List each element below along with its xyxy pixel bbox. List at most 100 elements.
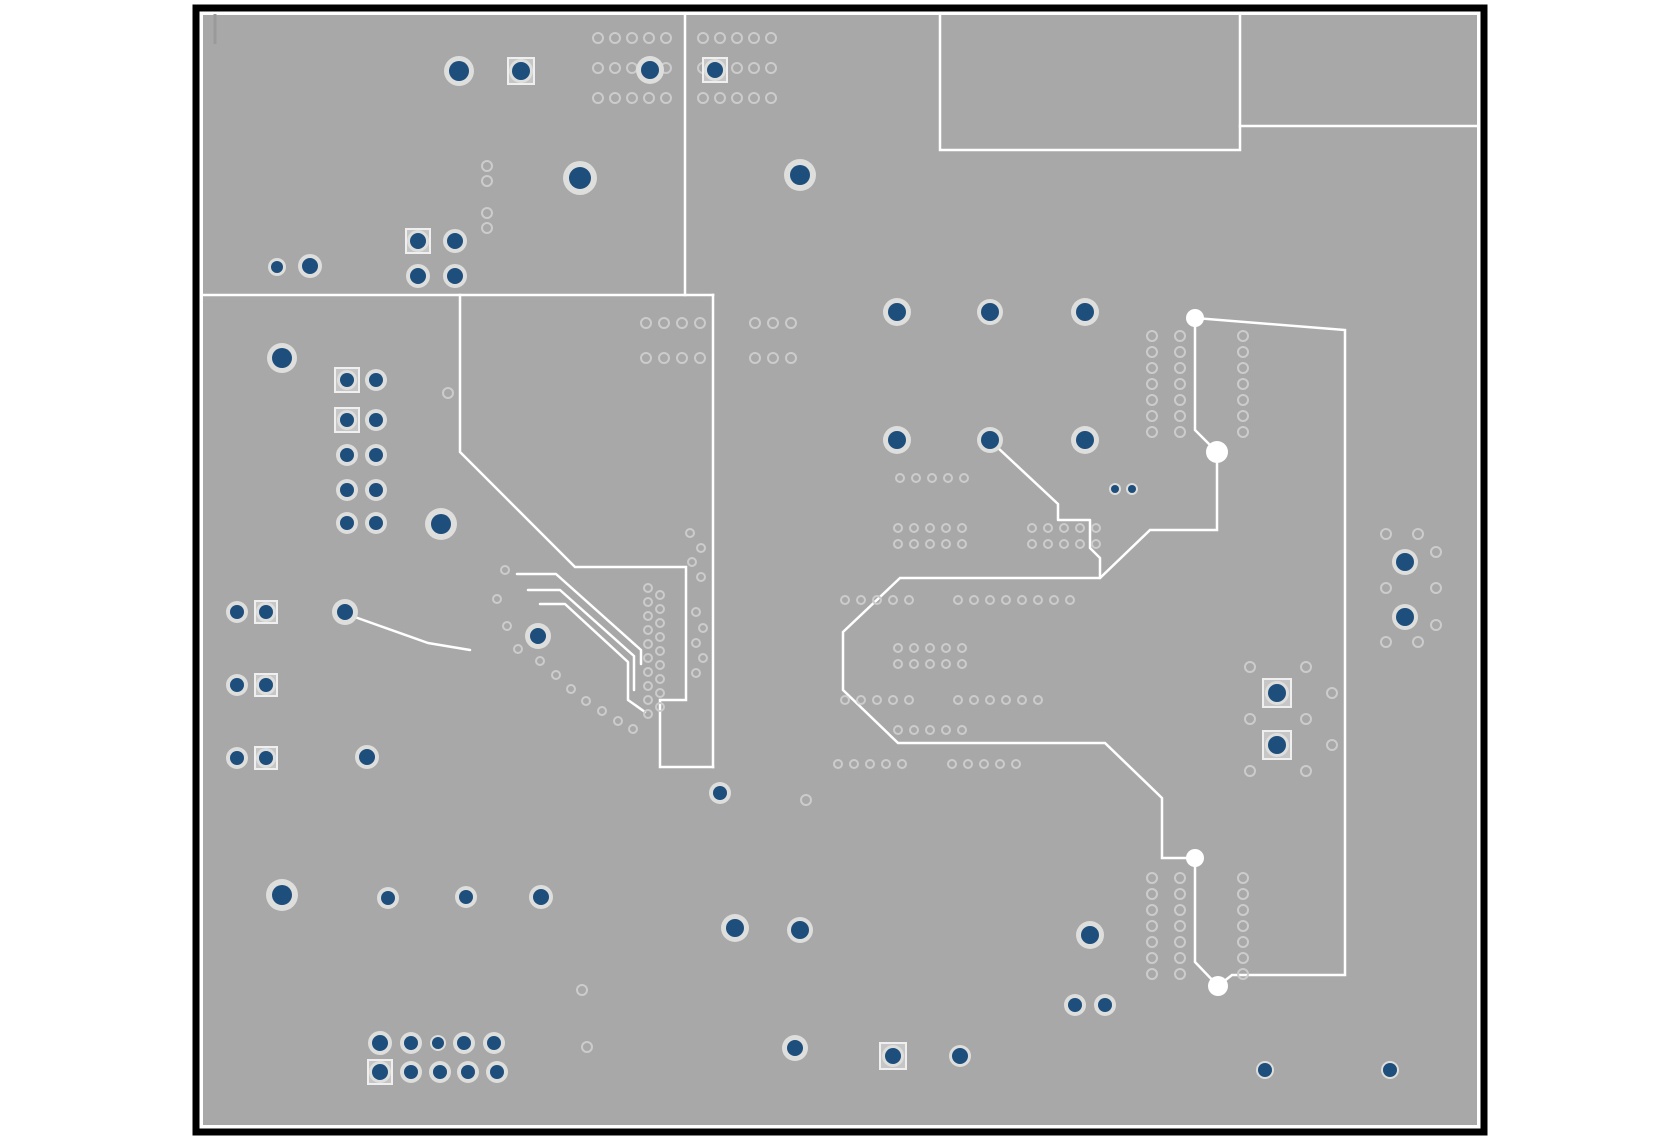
hole-pad (1237, 952, 1249, 964)
hole-pad (643, 653, 653, 663)
hole-pad (698, 623, 708, 633)
via-hole (230, 605, 244, 619)
hole-pad (925, 725, 935, 735)
via-hole (1268, 736, 1286, 754)
hole-pad (1412, 636, 1424, 648)
hole-pad (1146, 888, 1158, 900)
hole-pad (660, 92, 672, 104)
hole-pad (888, 695, 898, 705)
hole-pad (1380, 582, 1392, 594)
hole-pad (947, 759, 957, 769)
hole-pad (481, 222, 493, 234)
hole-pad (909, 523, 919, 533)
hole-pad (1146, 904, 1158, 916)
hole-pad (927, 473, 937, 483)
hole-pad (609, 92, 621, 104)
hole-pad (1146, 426, 1158, 438)
hole-pad (969, 595, 979, 605)
via-hole (885, 1048, 901, 1064)
hole-pad (660, 32, 672, 44)
hole-pad (1075, 539, 1085, 549)
via-hole (447, 268, 463, 284)
via-hole (272, 348, 292, 368)
via-hole (369, 413, 383, 427)
hole-pad (655, 632, 665, 642)
via-hole (888, 431, 906, 449)
hole-pad (697, 92, 709, 104)
hole-pad (1059, 523, 1069, 533)
via-hole (888, 303, 906, 321)
hole-pad (1326, 739, 1338, 751)
hole-pad (941, 725, 951, 735)
hole-pad (626, 32, 638, 44)
hole-pad (502, 621, 512, 631)
hole-pad (767, 317, 779, 329)
hole-pad (1043, 523, 1053, 533)
via-hole (372, 1035, 388, 1051)
hole-pad (941, 539, 951, 549)
hole-pad (856, 695, 866, 705)
via-hole (787, 1040, 803, 1056)
hole-pad (1027, 539, 1037, 549)
hole-pad (1237, 378, 1249, 390)
via-hole (533, 889, 549, 905)
hole-pad (691, 638, 701, 648)
hole-pad (969, 695, 979, 705)
hole-pad (643, 611, 653, 621)
hole-pad (1237, 920, 1249, 932)
hole-pad (658, 317, 670, 329)
hole-pad (1174, 346, 1186, 358)
hole-pad (640, 352, 652, 364)
hole-pad (731, 62, 743, 74)
hole-pad (694, 352, 706, 364)
hole-pad (1033, 695, 1043, 705)
via-hole (381, 891, 395, 905)
via-hole (1076, 303, 1094, 321)
hole-pad (643, 597, 653, 607)
hole-pad (957, 659, 967, 669)
hole-pad (1049, 595, 1059, 605)
hole-pad (643, 709, 653, 719)
hole-pad (694, 317, 706, 329)
via-hole (337, 604, 353, 620)
hole-pad (953, 595, 963, 605)
hole-pad (1001, 595, 1011, 605)
hole-pad (1174, 362, 1186, 374)
hole-pad (696, 572, 706, 582)
hole-pad (535, 656, 545, 666)
hole-pad (904, 595, 914, 605)
hole-pad (1091, 523, 1101, 533)
via-hole (447, 233, 463, 249)
via-hole (713, 786, 727, 800)
via-hole (259, 678, 273, 692)
hole-pad (849, 759, 859, 769)
hole-pad (909, 659, 919, 669)
hole-pad (1033, 595, 1043, 605)
hole-pad (893, 643, 903, 653)
hole-pad (1043, 539, 1053, 549)
hole-pad (1146, 410, 1158, 422)
hole-pad (1300, 713, 1312, 725)
hole-pad (655, 590, 665, 600)
trace-center-3 (538, 602, 647, 714)
trace-center-2 (526, 588, 636, 692)
hole-pad (1300, 661, 1312, 673)
hole-pad (1174, 920, 1186, 932)
hole-pad (1380, 636, 1392, 648)
via-hole (981, 431, 999, 449)
board-frame (192, 4, 1488, 1136)
hole-pad (1237, 936, 1249, 948)
hole-pad (872, 695, 882, 705)
via-hole (457, 1036, 471, 1050)
hole-pad (957, 523, 967, 533)
hole-pad (911, 473, 921, 483)
hole-pad (1075, 523, 1085, 533)
hole-pad (909, 539, 919, 549)
via-hole (512, 62, 530, 80)
hole-pad (1174, 888, 1186, 900)
hole-pad (481, 160, 493, 172)
via-hole (1396, 608, 1414, 626)
hole-pad (785, 352, 797, 364)
via-hole (433, 1065, 447, 1079)
hole-pad (655, 702, 665, 712)
